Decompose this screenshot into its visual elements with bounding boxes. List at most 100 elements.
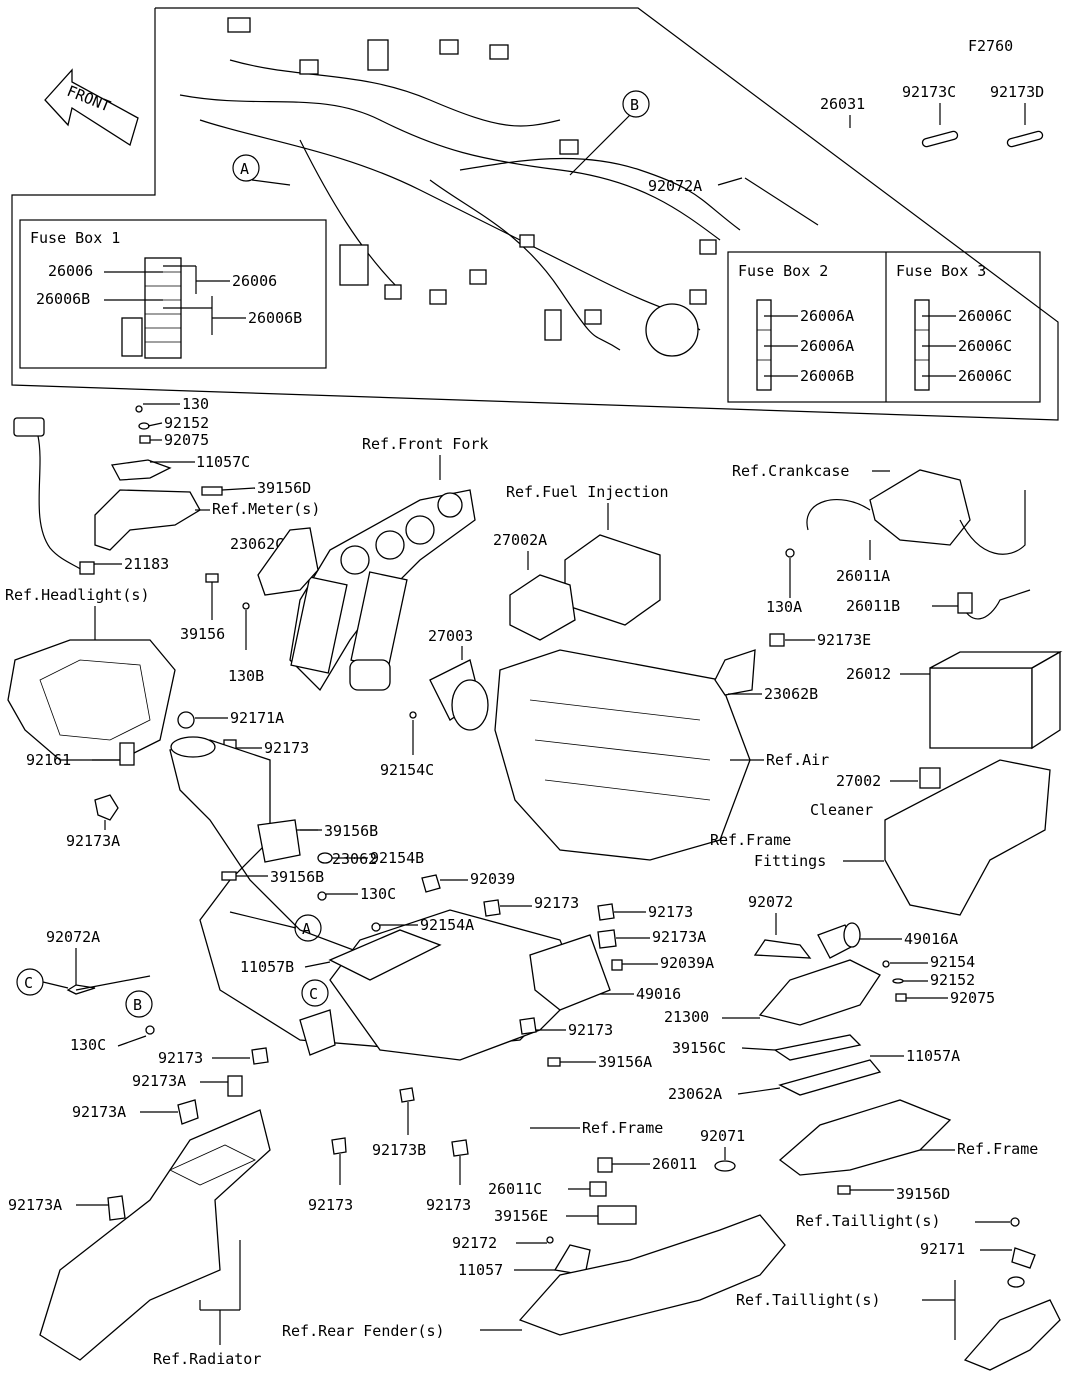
part-26011a[interactable]: 26011A <box>836 567 890 585</box>
part-39156b-2[interactable]: 39156B <box>270 868 324 886</box>
part-92173-c1[interactable]: 92173 <box>534 894 579 912</box>
part-49016[interactable]: 49016 <box>636 985 681 1003</box>
part-92172[interactable]: 92172 <box>452 1234 497 1252</box>
part-27003[interactable]: 27003 <box>428 627 473 645</box>
part-26011c[interactable]: 26011C <box>488 1180 542 1198</box>
part-92173-b2[interactable]: 92173 <box>426 1196 471 1214</box>
ref-frame-rear[interactable]: Ref.Frame <box>957 1140 1038 1158</box>
part-39156c[interactable]: 39156C <box>672 1039 726 1057</box>
pad-39156 <box>205 573 219 583</box>
ref-crankcase[interactable]: Ref.Crankcase <box>732 462 849 480</box>
part-92071[interactable]: 92071 <box>700 1127 745 1145</box>
part-26012[interactable]: 26012 <box>846 665 891 683</box>
part-92161[interactable]: 92161 <box>26 751 71 769</box>
part-92173d[interactable]: 92173D <box>990 83 1044 101</box>
ref-taillights-1[interactable]: Ref.Taillight(s) <box>796 1212 941 1230</box>
part-92152[interactable]: 92152 <box>164 414 209 432</box>
part-92173-top[interactable]: 92173 <box>264 739 309 757</box>
part-92075[interactable]: 92075 <box>164 431 209 449</box>
callout-circle-a <box>232 154 260 182</box>
part-130c[interactable]: 130C <box>70 1036 106 1054</box>
part-92039a[interactable]: 92039A <box>660 954 714 972</box>
ref-front-fork[interactable]: Ref.Front Fork <box>362 435 488 453</box>
fuse-box-1-label-4[interactable]: 26006B <box>248 309 302 327</box>
ref-air[interactable]: Ref.Air <box>766 751 829 769</box>
part-130b[interactable]: 130B <box>228 667 264 685</box>
part-92173a-left[interactable]: 92173A <box>66 832 120 850</box>
part-92072[interactable]: 92072 <box>748 893 793 911</box>
part-92072a[interactable]: 92072A <box>46 928 100 946</box>
fuse-box-2-label-1[interactable]: 26006A <box>800 307 854 325</box>
part-92173-b1[interactable]: 92173 <box>308 1196 353 1214</box>
part-92173b[interactable]: 92173B <box>372 1141 426 1159</box>
part-92173a-l3[interactable]: 92173A <box>8 1196 62 1214</box>
part-49016a[interactable]: 49016A <box>904 930 958 948</box>
part-92152-r[interactable]: 92152 <box>930 971 975 989</box>
part-92173a-l2[interactable]: 92173A <box>72 1103 126 1121</box>
part-92173e[interactable]: 92173E <box>817 631 871 649</box>
part-92154a[interactable]: 92154A <box>420 916 474 934</box>
ref-headlights[interactable]: Ref.Headlight(s) <box>5 586 150 604</box>
part-130[interactable]: 130 <box>182 395 209 413</box>
part-130a[interactable]: 130A <box>766 598 802 616</box>
part-26031[interactable]: 26031 <box>820 95 865 113</box>
fuse-box-1-label-1[interactable]: 26006 <box>48 262 93 280</box>
callout-c: C <box>24 974 33 992</box>
part-92173a-c[interactable]: 92173A <box>652 928 706 946</box>
fuse-box-2-label-3[interactable]: 26006B <box>800 367 854 385</box>
fuse-box-1-label-3[interactable]: 26006 <box>232 272 277 290</box>
ref-meters[interactable]: Ref.Meter(s) <box>212 500 320 518</box>
part-39156d-top[interactable]: 39156D <box>257 479 311 497</box>
fuse-box-3-label-2[interactable]: 26006C <box>958 337 1012 355</box>
part-21183[interactable]: 21183 <box>124 555 169 573</box>
part-39156e[interactable]: 39156E <box>494 1207 548 1225</box>
part-92171a[interactable]: 92171A <box>230 709 284 727</box>
part-92173-c2[interactable]: 92173 <box>648 903 693 921</box>
part-92173-r1[interactable]: 92173 <box>568 1021 613 1039</box>
part-39156a[interactable]: 39156A <box>598 1053 652 1071</box>
part-92154-r[interactable]: 92154 <box>930 953 975 971</box>
fuse-box-3-label-3[interactable]: 26006C <box>958 367 1012 385</box>
part-23062a[interactable]: 23062A <box>668 1085 722 1103</box>
part-26011b[interactable]: 26011B <box>846 597 900 615</box>
part-39156[interactable]: 39156 <box>180 625 225 643</box>
part-23062b[interactable]: 23062B <box>764 685 818 703</box>
bolt-130b <box>242 602 250 610</box>
part-92171[interactable]: 92171 <box>920 1240 965 1258</box>
ref-frame-mid[interactable]: Ref.Frame <box>582 1119 663 1137</box>
callout-a: A <box>240 160 249 178</box>
bracket-21300 <box>758 959 881 1026</box>
bracket-11057b <box>328 929 442 981</box>
part-27002[interactable]: 27002 <box>836 772 881 790</box>
ref-fuel-injection[interactable]: Ref.Fuel Injection <box>506 483 669 501</box>
ref-frame-fittings-1[interactable]: Ref.Frame <box>710 831 791 849</box>
part-130c-top[interactable]: 130C <box>360 885 396 903</box>
part-92075-r[interactable]: 92075 <box>950 989 995 1007</box>
part-11057c[interactable]: 11057C <box>196 453 250 471</box>
part-39156b[interactable]: 39156B <box>324 822 378 840</box>
ref-radiator[interactable]: Ref.Radiator <box>153 1350 261 1368</box>
part-27002a[interactable]: 27002A <box>493 531 547 549</box>
part-92173a-l1[interactable]: 92173A <box>132 1072 186 1090</box>
part-26011[interactable]: 26011 <box>652 1155 697 1173</box>
part-11057a[interactable]: 11057A <box>906 1047 960 1065</box>
fuse-box-1-label-2[interactable]: 26006B <box>36 290 90 308</box>
ref-taillights-2[interactable]: Ref.Taillight(s) <box>736 1291 881 1309</box>
part-92039[interactable]: 92039 <box>470 870 515 888</box>
part-92072a-top[interactable]: 92072A <box>648 177 702 195</box>
fuse-box-3-label-1[interactable]: 26006C <box>958 307 1012 325</box>
part-92154c[interactable]: 92154C <box>380 761 434 779</box>
part-23062c[interactable]: 23062C <box>230 535 284 553</box>
part-92173c[interactable]: 92173C <box>902 83 956 101</box>
part-11057b[interactable]: 11057B <box>240 958 294 976</box>
part-39156d[interactable]: 39156D <box>896 1185 950 1203</box>
part-23062[interactable]: 23062 <box>332 850 377 868</box>
ref-frame-fittings-2: Fittings <box>754 852 826 870</box>
figure-id: F2760 <box>968 37 1013 55</box>
part-11057[interactable]: 11057 <box>458 1261 503 1279</box>
fuse-box-2-label-2[interactable]: 26006A <box>800 337 854 355</box>
part-92154b[interactable]: 92154B <box>370 849 424 867</box>
ref-rear-fenders[interactable]: Ref.Rear Fender(s) <box>282 1322 445 1340</box>
part-21300[interactable]: 21300 <box>664 1008 709 1026</box>
part-92173-l1[interactable]: 92173 <box>158 1049 203 1067</box>
